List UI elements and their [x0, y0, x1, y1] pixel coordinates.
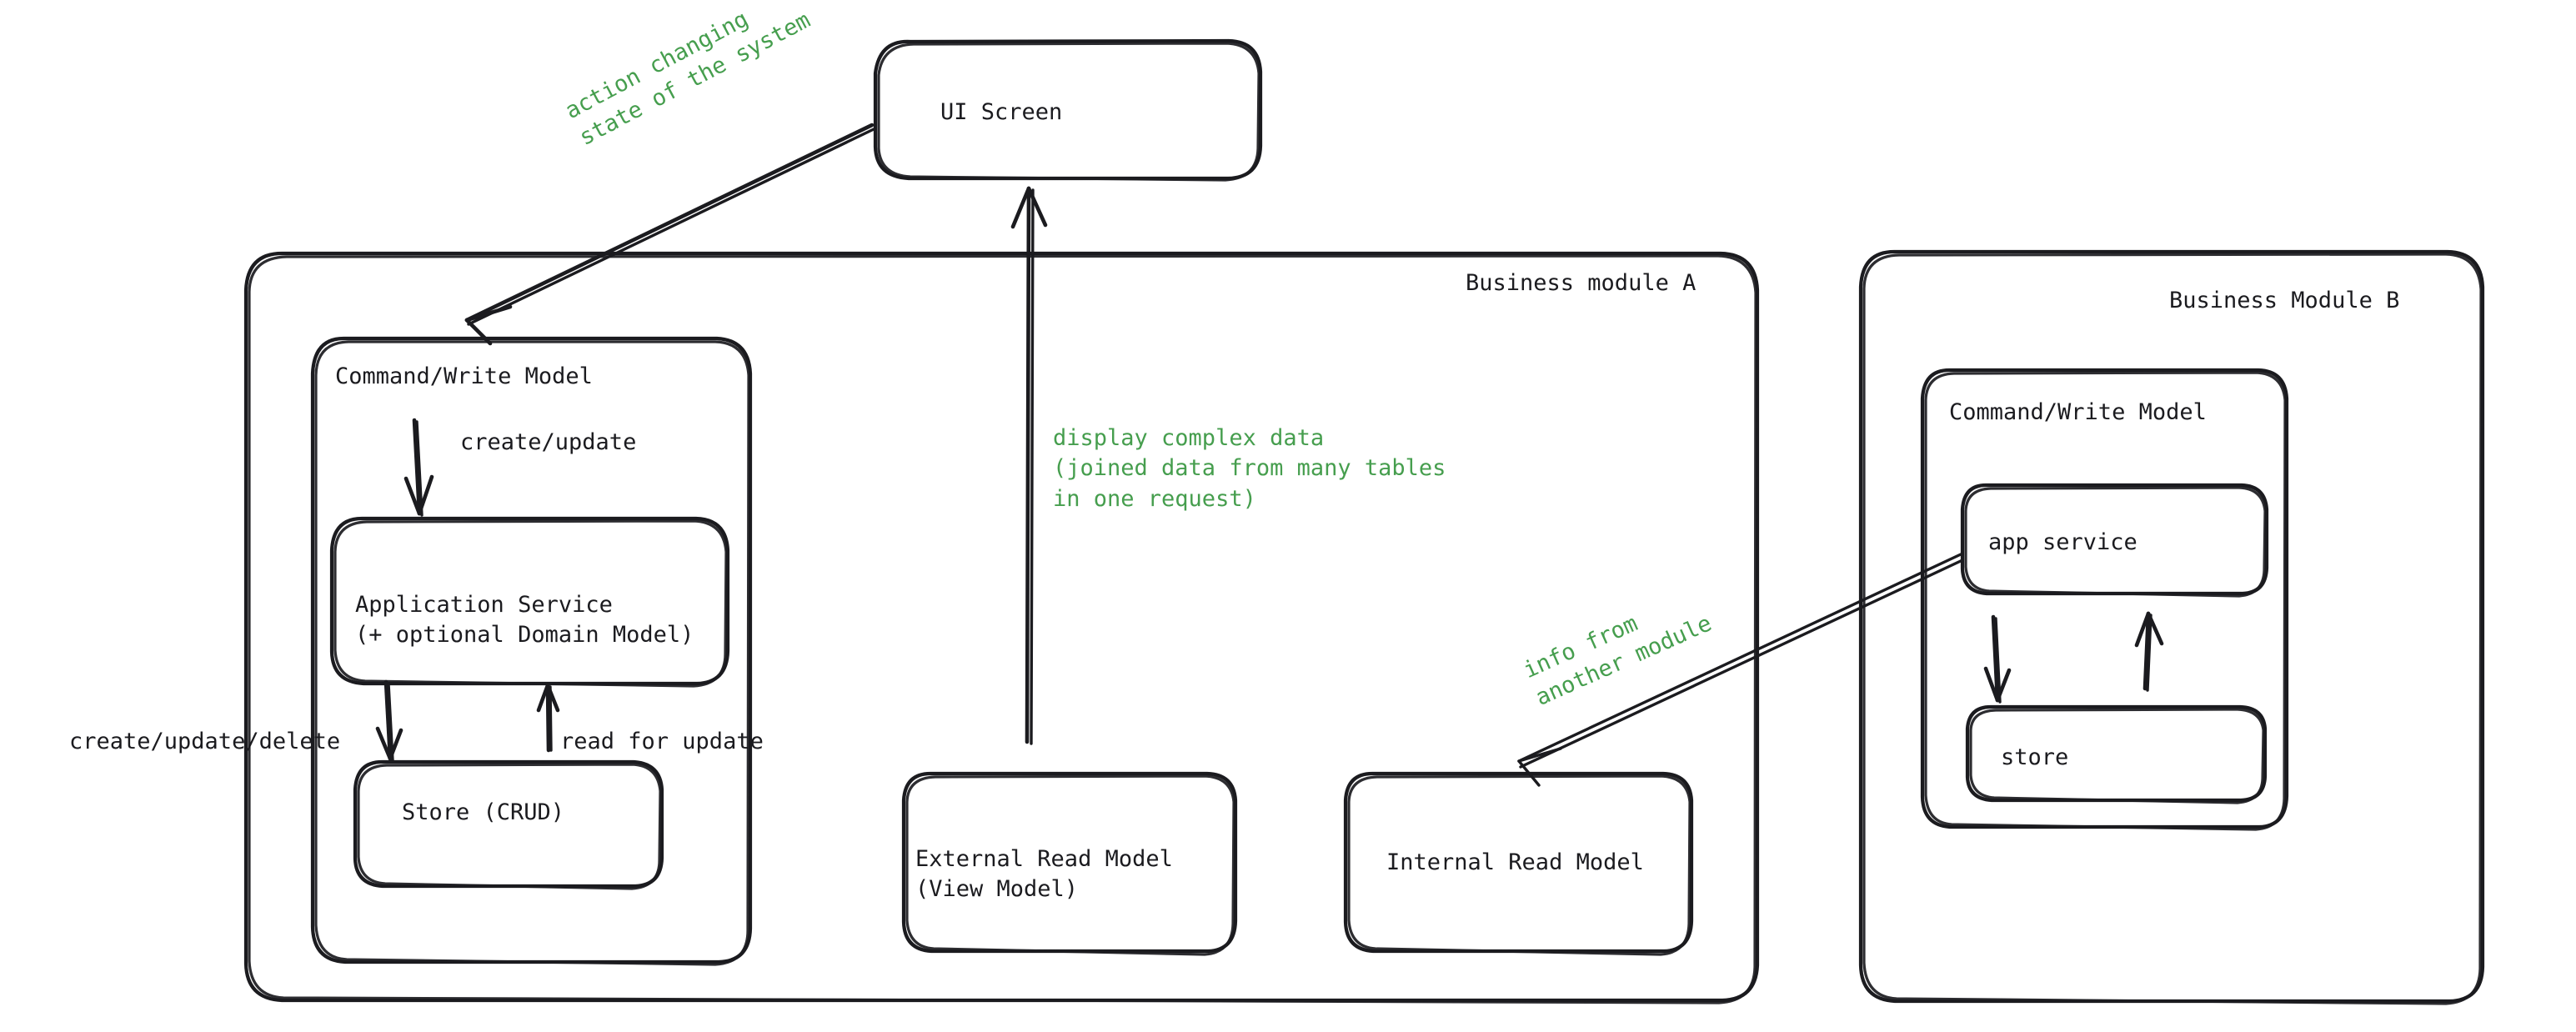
- internal-read-model-box-outline[interactable]: [1343, 771, 1694, 956]
- arrow-app-service-b-to-internal-read-model: [1517, 553, 1964, 787]
- module-a-label: Business module A: [1466, 270, 1696, 296]
- store-crud-box-outline[interactable]: [353, 759, 664, 890]
- arrow-app-service-b-to-store-b: [1983, 614, 2012, 704]
- annotation-info-from-another-module: info from another module: [1519, 610, 1716, 719]
- annotation-line2: (joined data from many tables: [1053, 455, 1446, 482]
- command-write-model-b-outline[interactable]: [1920, 368, 2289, 831]
- command-write-model-b-label: Command/Write Model: [1949, 399, 2207, 425]
- arrow-create-update-to-application-service: [403, 418, 434, 517]
- module-b-label: Business Module B: [2169, 288, 2400, 313]
- annotation-line1: display complex data: [1053, 425, 1325, 451]
- command-write-model-a-label: Command/Write Model: [335, 363, 593, 389]
- store-b-label: store: [2001, 744, 2069, 770]
- ui-screen-box-outline[interactable]: [873, 38, 1263, 182]
- arrow-application-service-to-store: [375, 679, 403, 762]
- internal-read-model-label: Internal Read Model: [1386, 849, 1644, 875]
- external-read-model-box-outline[interactable]: [901, 771, 1238, 956]
- annotation-action-changing-state: action changing state of the system: [560, 6, 818, 161]
- external-read-model-label-line2: (View Model): [915, 876, 1079, 902]
- annotation-display-complex-data: display complex data (joined data from m…: [1053, 423, 1446, 514]
- edge-label-create-update-delete: create/update/delete: [69, 729, 341, 754]
- arrow-external-read-model-to-ui-screen: [1010, 186, 1048, 745]
- annotation-line3: in one request): [1053, 485, 1256, 512]
- store-b-box-outline[interactable]: [1965, 704, 2268, 804]
- edge-label-create-update: create/update: [460, 429, 637, 455]
- command-write-model-a-outline[interactable]: [310, 336, 753, 966]
- external-read-model-label-line1: External Read Model: [915, 846, 1173, 872]
- store-crud-label: Store (CRUD): [402, 799, 565, 825]
- module-b-container-outline[interactable]: [1858, 249, 2485, 1005]
- module-a-container-outline[interactable]: [243, 251, 1760, 1004]
- edge-label-read-for-update: read for update: [560, 729, 764, 754]
- ui-screen-label: UI Screen: [940, 99, 1063, 125]
- arrow-store-to-application-service: [536, 683, 560, 753]
- application-service-label-line1: Application Service: [355, 592, 613, 618]
- application-service-box-outline[interactable]: [329, 516, 730, 688]
- app-service-b-box-outline[interactable]: [1960, 483, 2269, 598]
- arrow-ui-to-command-write-model-a: [464, 123, 875, 346]
- application-service-label-line2: (+ optional Domain Model): [355, 622, 694, 648]
- app-service-b-label: app service: [1988, 529, 2137, 555]
- arrow-store-b-to-app-service-b: [2134, 611, 2164, 692]
